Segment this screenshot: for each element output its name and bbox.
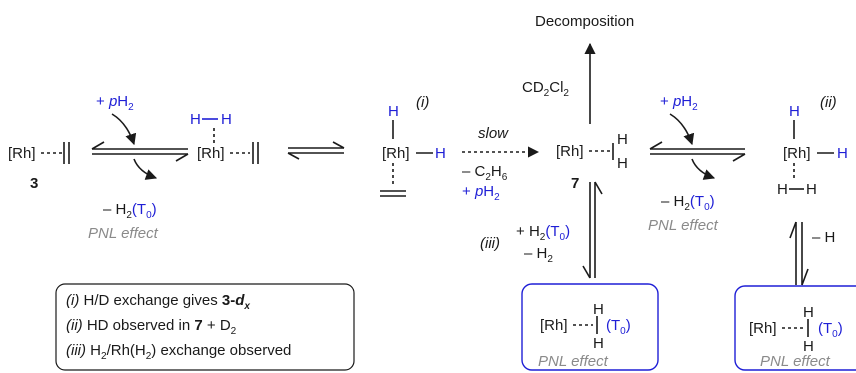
plus-ph2-label-1: + pH2 xyxy=(96,93,134,113)
minus-c2h6-label: – C2H6 xyxy=(462,163,508,183)
plus-h2t0-label: + H2(T0) xyxy=(516,223,570,243)
compound-number-7: 7 xyxy=(571,175,579,192)
compound-7: [Rh] H H 7 xyxy=(556,131,628,192)
cd2cl2-label: CD2Cl2 xyxy=(522,79,569,99)
pnl-effect-label-2: PNL effect xyxy=(648,217,719,234)
label-iii: (iii) xyxy=(480,235,500,252)
rh-label: [Rh] xyxy=(540,317,568,334)
pnl-effect-label-3: PNL effect xyxy=(538,353,609,370)
t0-label: (T0) xyxy=(606,317,631,337)
plus-ph2-label-3: + pH2 xyxy=(660,93,698,113)
decomposition-label: Decomposition xyxy=(535,13,634,30)
rh-label: [Rh] xyxy=(783,145,811,162)
rh-label: [Rh] xyxy=(556,143,584,160)
pnl-effect-label-4: PNL effect xyxy=(760,353,831,370)
h-atom: H xyxy=(435,145,446,162)
h-atom: H xyxy=(593,301,604,318)
minus-h2-label-1: – H2 xyxy=(524,245,553,265)
h-atom: H xyxy=(221,111,232,128)
dihydride-alkene-complex: H [Rh] H (i) xyxy=(380,94,446,197)
legend-line-2: (ii) HD observed in 7 + D2 xyxy=(66,317,237,337)
equilibrium-arrow-1 xyxy=(91,113,189,180)
dihydride-dihydrogen-complex: H [Rh] H H H (ii) xyxy=(777,94,848,198)
minus-h2t0-label-2: – H2(T0) xyxy=(661,193,715,213)
h-atom: H xyxy=(593,335,604,352)
t0-label: (T0) xyxy=(818,320,843,340)
h-atom: H xyxy=(789,103,800,120)
compound-number-3: 3 xyxy=(30,175,38,192)
pnl-effect-label-1: PNL effect xyxy=(88,225,159,242)
dihydrogen-alkene-complex: H H [Rh] xyxy=(190,111,259,164)
h-atom: H xyxy=(837,145,848,162)
rh-label: [Rh] xyxy=(8,145,36,162)
equilibrium-arrow-2 xyxy=(287,141,345,160)
label-ii: (ii) xyxy=(820,94,837,111)
h-atom: H xyxy=(777,181,788,198)
legend-box: (i) H/D exchange gives 3-dx (ii) HD obse… xyxy=(55,283,355,371)
minus-h2t0-label-1: – H2(T0) xyxy=(103,201,157,221)
rh-label: [Rh] xyxy=(382,145,410,162)
compound-3: [Rh] 3 xyxy=(8,142,70,192)
plus-ph2-label-2: + pH2 xyxy=(462,183,500,203)
legend-line-3: (iii) H2/Rh(H2) exchange observed xyxy=(66,342,291,362)
rh-label: [Rh] xyxy=(197,145,225,162)
boxed-product-1: [Rh] H H (T0) PNL effect xyxy=(521,283,659,371)
equilibrium-arrow-3 xyxy=(649,113,746,180)
h-atom: H xyxy=(803,338,814,355)
h-atom: H xyxy=(388,103,399,120)
label-i: (i) xyxy=(416,94,429,111)
h-atom: H xyxy=(617,131,628,148)
h-atom: H xyxy=(190,111,201,128)
h-atom: H xyxy=(617,155,628,172)
boxed-product-2: [Rh] H H (T0) PNL effect xyxy=(734,285,856,371)
h-atom: H xyxy=(803,304,814,321)
slow-label: slow xyxy=(478,125,509,142)
legend-line-1: (i) H/D exchange gives 3-dx xyxy=(66,292,250,312)
h-atom: H xyxy=(806,181,817,198)
vertical-equilibrium-iii xyxy=(582,181,603,279)
minus-h2-label-2: – H xyxy=(812,229,835,246)
rh-label: [Rh] xyxy=(749,320,777,337)
vertical-equilibrium-ii xyxy=(789,221,809,286)
